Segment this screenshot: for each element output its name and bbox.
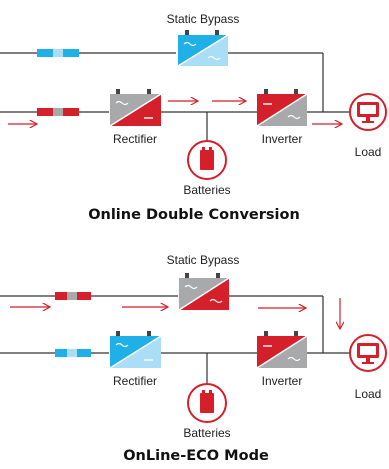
- monitor-icon: [349, 334, 387, 372]
- load: Load: [349, 93, 387, 159]
- battery-icon: [187, 383, 227, 423]
- batteries-label: Batteries: [183, 183, 230, 197]
- blue-converter-icon: [177, 30, 229, 67]
- static-bypass-converter: Static Bypass: [167, 253, 240, 311]
- inverter: Inverter: [256, 331, 308, 388]
- rectifier-input-switch: [55, 349, 91, 357]
- diagram-caption: Online Double Conversion: [88, 207, 300, 223]
- load: Load: [349, 334, 387, 401]
- static-bypass-label: Static Bypass: [167, 253, 240, 267]
- bypass-input-switch: [37, 49, 79, 57]
- red-grey-converter-icon: [256, 89, 308, 127]
- wiring: [0, 52, 350, 146]
- inverter-label: Inverter: [262, 374, 303, 388]
- diagram-online-double-conversion: Static Bypass Rectifier: [0, 12, 387, 223]
- power-flow-arrows: [8, 101, 342, 124]
- rectifier: Rectifier: [109, 331, 162, 388]
- rectifier: Rectifier: [109, 89, 162, 146]
- diagram-caption: OnLine-ECO Mode: [123, 448, 269, 464]
- red-grey-converter-icon: [256, 331, 308, 369]
- batteries: Batteries: [183, 140, 231, 197]
- grey-red-converter-icon: [109, 89, 162, 127]
- static-bypass-converter: Static Bypass: [167, 12, 240, 67]
- blue-converter-icon: [109, 331, 162, 369]
- load-label: Load: [355, 145, 382, 159]
- bypass-input-switch: [55, 292, 91, 300]
- rectifier-label: Rectifier: [113, 374, 157, 388]
- grey-red-converter-icon: [178, 273, 230, 311]
- rectifier-input-switch: [37, 108, 79, 116]
- battery-icon: [187, 140, 227, 180]
- inverter: Inverter: [256, 89, 308, 146]
- power-flow-arrows: [10, 298, 340, 329]
- inverter-label: Inverter: [262, 132, 303, 146]
- monitor-icon: [349, 93, 387, 131]
- batteries: Batteries: [183, 383, 231, 440]
- diagram-online-eco-mode: Static Bypass Rectifier: [0, 253, 387, 464]
- batteries-label: Batteries: [183, 426, 230, 440]
- load-label: Load: [355, 387, 382, 401]
- static-bypass-label: Static Bypass: [167, 12, 240, 26]
- rectifier-label: Rectifier: [113, 132, 157, 146]
